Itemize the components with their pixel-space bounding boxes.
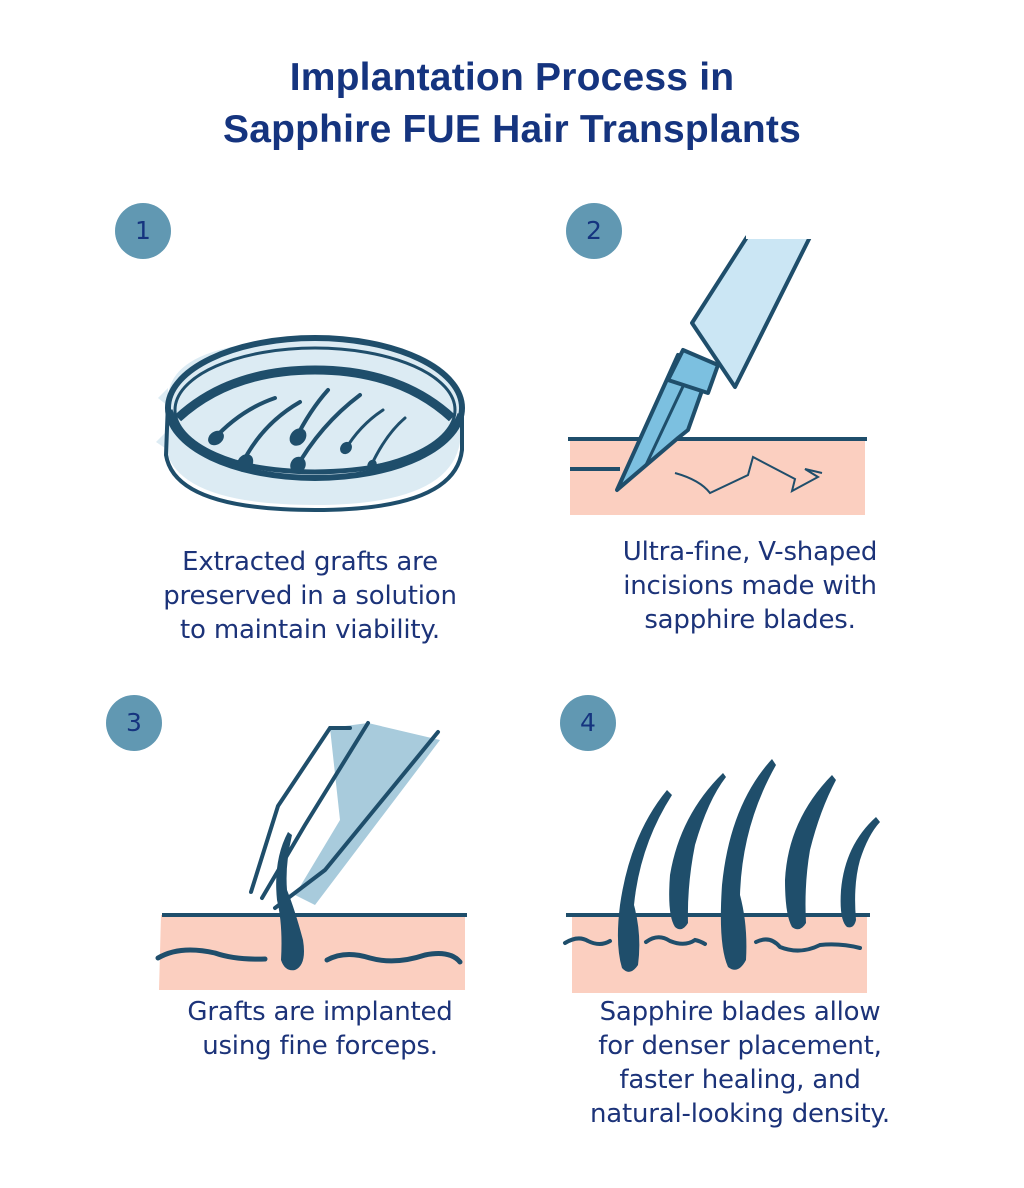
step-2-badge: 2 — [566, 203, 622, 259]
step-1-caption: Extracted grafts are preserved in a solu… — [163, 547, 457, 645]
sapphire-blade-icon — [568, 233, 867, 515]
title-line-2: Sapphire FUE Hair Transplants — [223, 108, 801, 151]
title-line-1: Implantation Process in — [289, 56, 735, 99]
hair-follicles-icon — [563, 759, 880, 993]
step-4-badge: 4 — [560, 695, 616, 751]
petri-dish-icon — [156, 335, 465, 513]
step-3-caption: Grafts are implanted using fine forceps. — [187, 997, 453, 1061]
step-4-caption: Sapphire blades allow for denser placeme… — [590, 997, 890, 1129]
step-2-caption: Ultra-fine, V-shaped incisions made with… — [622, 537, 878, 635]
step-3-badge: 3 — [106, 695, 162, 751]
forceps-implant-icon — [155, 721, 467, 990]
page-title: Implantation Process in Sapphire FUE Hai… — [0, 52, 1024, 156]
step-1-badge: 1 — [115, 203, 171, 259]
